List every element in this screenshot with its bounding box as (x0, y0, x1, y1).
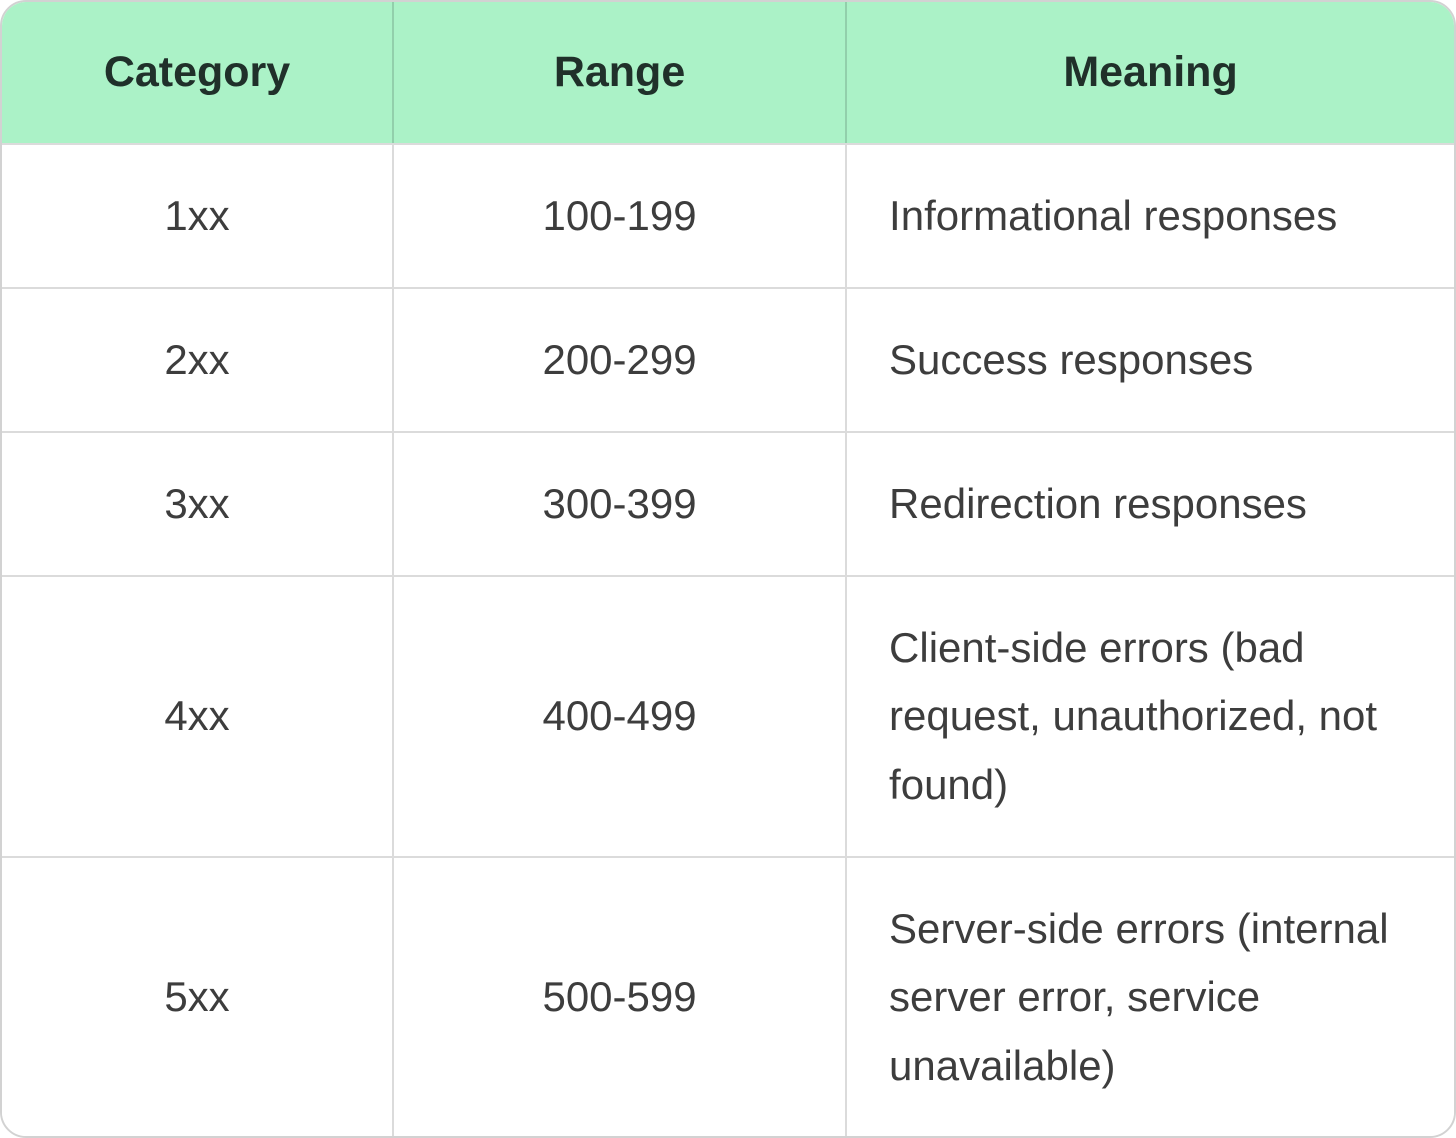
cell-category: 1xx (2, 143, 395, 287)
cell-category: 5xx (2, 856, 395, 1136)
header-cell-range: Range (394, 2, 848, 143)
cell-meaning: Redirection responses (847, 431, 1454, 575)
cell-category: 4xx (2, 575, 395, 856)
header-cell-category: Category (2, 2, 395, 143)
cell-meaning: Server-side errors (internal server erro… (847, 856, 1454, 1136)
cell-range: 400-499 (394, 575, 848, 856)
table-row: 2xx 200-299 Success responses (2, 287, 1454, 431)
cell-range: 300-399 (394, 431, 848, 575)
table-body: 1xx 100-199 Informational responses 2xx … (2, 143, 1454, 1136)
cell-range: 500-599 (394, 856, 848, 1136)
cell-meaning: Success responses (847, 287, 1454, 431)
cell-meaning: Informational responses (847, 143, 1454, 287)
cell-meaning: Client-side errors (bad request, unautho… (847, 575, 1454, 856)
cell-category: 3xx (2, 431, 395, 575)
table-row: 4xx 400-499 Client-side errors (bad requ… (2, 575, 1454, 856)
cell-range: 200-299 (394, 287, 848, 431)
cell-range: 100-199 (394, 143, 848, 287)
cell-category: 2xx (2, 287, 395, 431)
table-row: 5xx 500-599 Server-side errors (internal… (2, 856, 1454, 1136)
header-row: Category Range Meaning (2, 2, 1454, 143)
table-row: 3xx 300-399 Redirection responses (2, 431, 1454, 575)
table-row: 1xx 100-199 Informational responses (2, 143, 1454, 287)
header-cell-meaning: Meaning (847, 2, 1454, 143)
table-header: Category Range Meaning (2, 2, 1454, 143)
